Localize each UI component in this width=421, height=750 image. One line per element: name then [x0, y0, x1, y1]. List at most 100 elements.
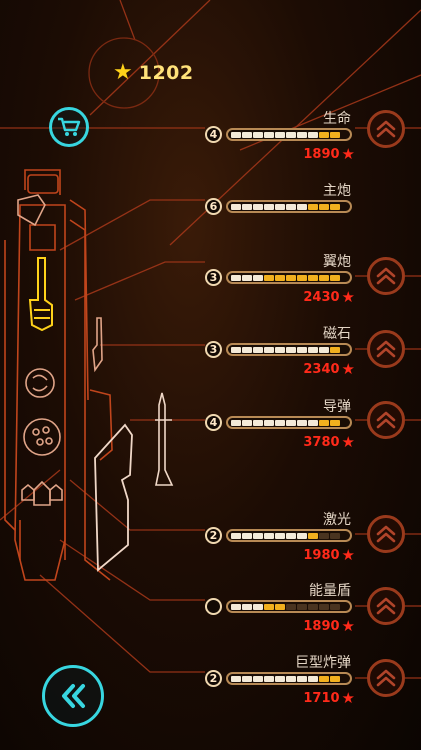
- upgrade-name: 磁石: [323, 326, 351, 342]
- star-icon: ★: [341, 689, 355, 707]
- missile-icon: [155, 392, 174, 486]
- progress-segment: [330, 419, 340, 426]
- progress-segment: [253, 603, 263, 610]
- upgrade-level-badge: 3: [205, 341, 222, 358]
- upgrade-price: 2340★: [303, 360, 355, 378]
- progress-segment: [275, 419, 285, 426]
- progress-segment: [253, 346, 263, 353]
- progress-segment: [319, 532, 329, 539]
- progress-segment: [253, 419, 263, 426]
- upgrade-level-badge: 4: [205, 126, 222, 143]
- progress-segment: [275, 675, 285, 682]
- upgrade-name: 能量盾: [309, 583, 351, 599]
- progress-segment: [231, 274, 241, 281]
- progress-segment: [231, 603, 241, 610]
- upgrade-progress-bar: [226, 200, 352, 213]
- progress-segment: [330, 131, 340, 138]
- upgrade-level-badge: 3: [205, 269, 222, 286]
- progress-segment: [275, 603, 285, 610]
- upgrade-price-value: 1710: [303, 690, 340, 706]
- upgrade-row: 翼炮 3 2430★: [205, 251, 355, 315]
- progress-segment: [297, 274, 307, 281]
- progress-segment: [242, 131, 252, 138]
- coin-counter: ★ 1202: [113, 60, 194, 86]
- progress-segment: [297, 675, 307, 682]
- upgrade-price-value: 2430: [303, 289, 340, 305]
- progress-segment: [319, 603, 329, 610]
- upgrade-button[interactable]: [367, 110, 405, 148]
- progress-segment: [319, 675, 329, 682]
- upgrade-name: 巨型炸弹: [295, 655, 351, 671]
- double-chevron-up-icon: [376, 411, 396, 429]
- upgrade-button[interactable]: [367, 257, 405, 295]
- upgrade-name: 翼炮: [323, 254, 351, 270]
- upgrade-button[interactable]: [367, 330, 405, 368]
- upgrade-name: 激光: [323, 512, 351, 528]
- upgrade-price-value: 1890: [303, 146, 340, 162]
- progress-segment: [286, 532, 296, 539]
- upgrade-level-badge: 4: [205, 414, 222, 431]
- double-chevron-up-icon: [376, 120, 396, 138]
- upgrade-price-value: 1890: [303, 618, 340, 634]
- shop-button[interactable]: [49, 107, 89, 147]
- progress-segment: [308, 603, 318, 610]
- upgrade-price-value: 1980: [303, 547, 340, 563]
- double-chevron-left-icon: [62, 684, 85, 708]
- upgrade-button[interactable]: [367, 515, 405, 553]
- upgrade-level-badge: 6: [205, 198, 222, 215]
- back-button[interactable]: [42, 665, 104, 727]
- progress-segment: [319, 419, 329, 426]
- progress-segment: [275, 346, 285, 353]
- progress-segment: [275, 131, 285, 138]
- upgrade-button[interactable]: [367, 659, 405, 697]
- progress-segment: [242, 346, 252, 353]
- progress-segment: [253, 675, 263, 682]
- progress-segment: [253, 131, 263, 138]
- upgrade-progress-bar: [226, 271, 352, 284]
- progress-segment: [286, 274, 296, 281]
- progress-segment: [242, 603, 252, 610]
- progress-segment: [264, 675, 274, 682]
- double-chevron-up-icon: [376, 525, 396, 543]
- upgrade-progress-bar: [226, 343, 352, 356]
- progress-segment: [308, 131, 318, 138]
- double-chevron-up-icon: [376, 597, 396, 615]
- upgrade-progress-bar: [226, 529, 352, 542]
- upgrade-row: 生命 4 1890★: [205, 108, 355, 172]
- upgrade-progress-bar: [226, 672, 352, 685]
- progress-segment: [308, 274, 318, 281]
- upgrade-level-badge: [205, 598, 222, 615]
- progress-segment: [275, 203, 285, 210]
- upgrade-row: 能量盾 1890★: [205, 580, 355, 644]
- star-icon: ★: [341, 433, 355, 451]
- progress-segment: [242, 274, 252, 281]
- progress-segment: [264, 532, 274, 539]
- progress-segment: [264, 274, 274, 281]
- progress-segment: [297, 346, 307, 353]
- upgrade-button[interactable]: [367, 401, 405, 439]
- star-icon: ★: [341, 145, 355, 163]
- progress-segment: [264, 603, 274, 610]
- progress-segment: [330, 203, 340, 210]
- progress-segment: [231, 346, 241, 353]
- progress-segment: [286, 675, 296, 682]
- star-icon: ★: [113, 60, 133, 85]
- progress-segment: [319, 346, 329, 353]
- progress-segment: [275, 532, 285, 539]
- progress-segment: [308, 419, 318, 426]
- coin-count: 1202: [138, 62, 194, 84]
- star-icon: ★: [341, 288, 355, 306]
- star-icon: ★: [341, 617, 355, 635]
- upgrade-button[interactable]: [367, 587, 405, 625]
- progress-segment: [330, 675, 340, 682]
- double-chevron-up-icon: [376, 267, 396, 285]
- progress-segment: [253, 532, 263, 539]
- double-chevron-up-icon: [376, 669, 396, 687]
- progress-segment: [330, 346, 340, 353]
- main-cannon-highlight: [28, 257, 53, 332]
- upgrade-name: 生命: [323, 111, 351, 127]
- progress-segment: [308, 203, 318, 210]
